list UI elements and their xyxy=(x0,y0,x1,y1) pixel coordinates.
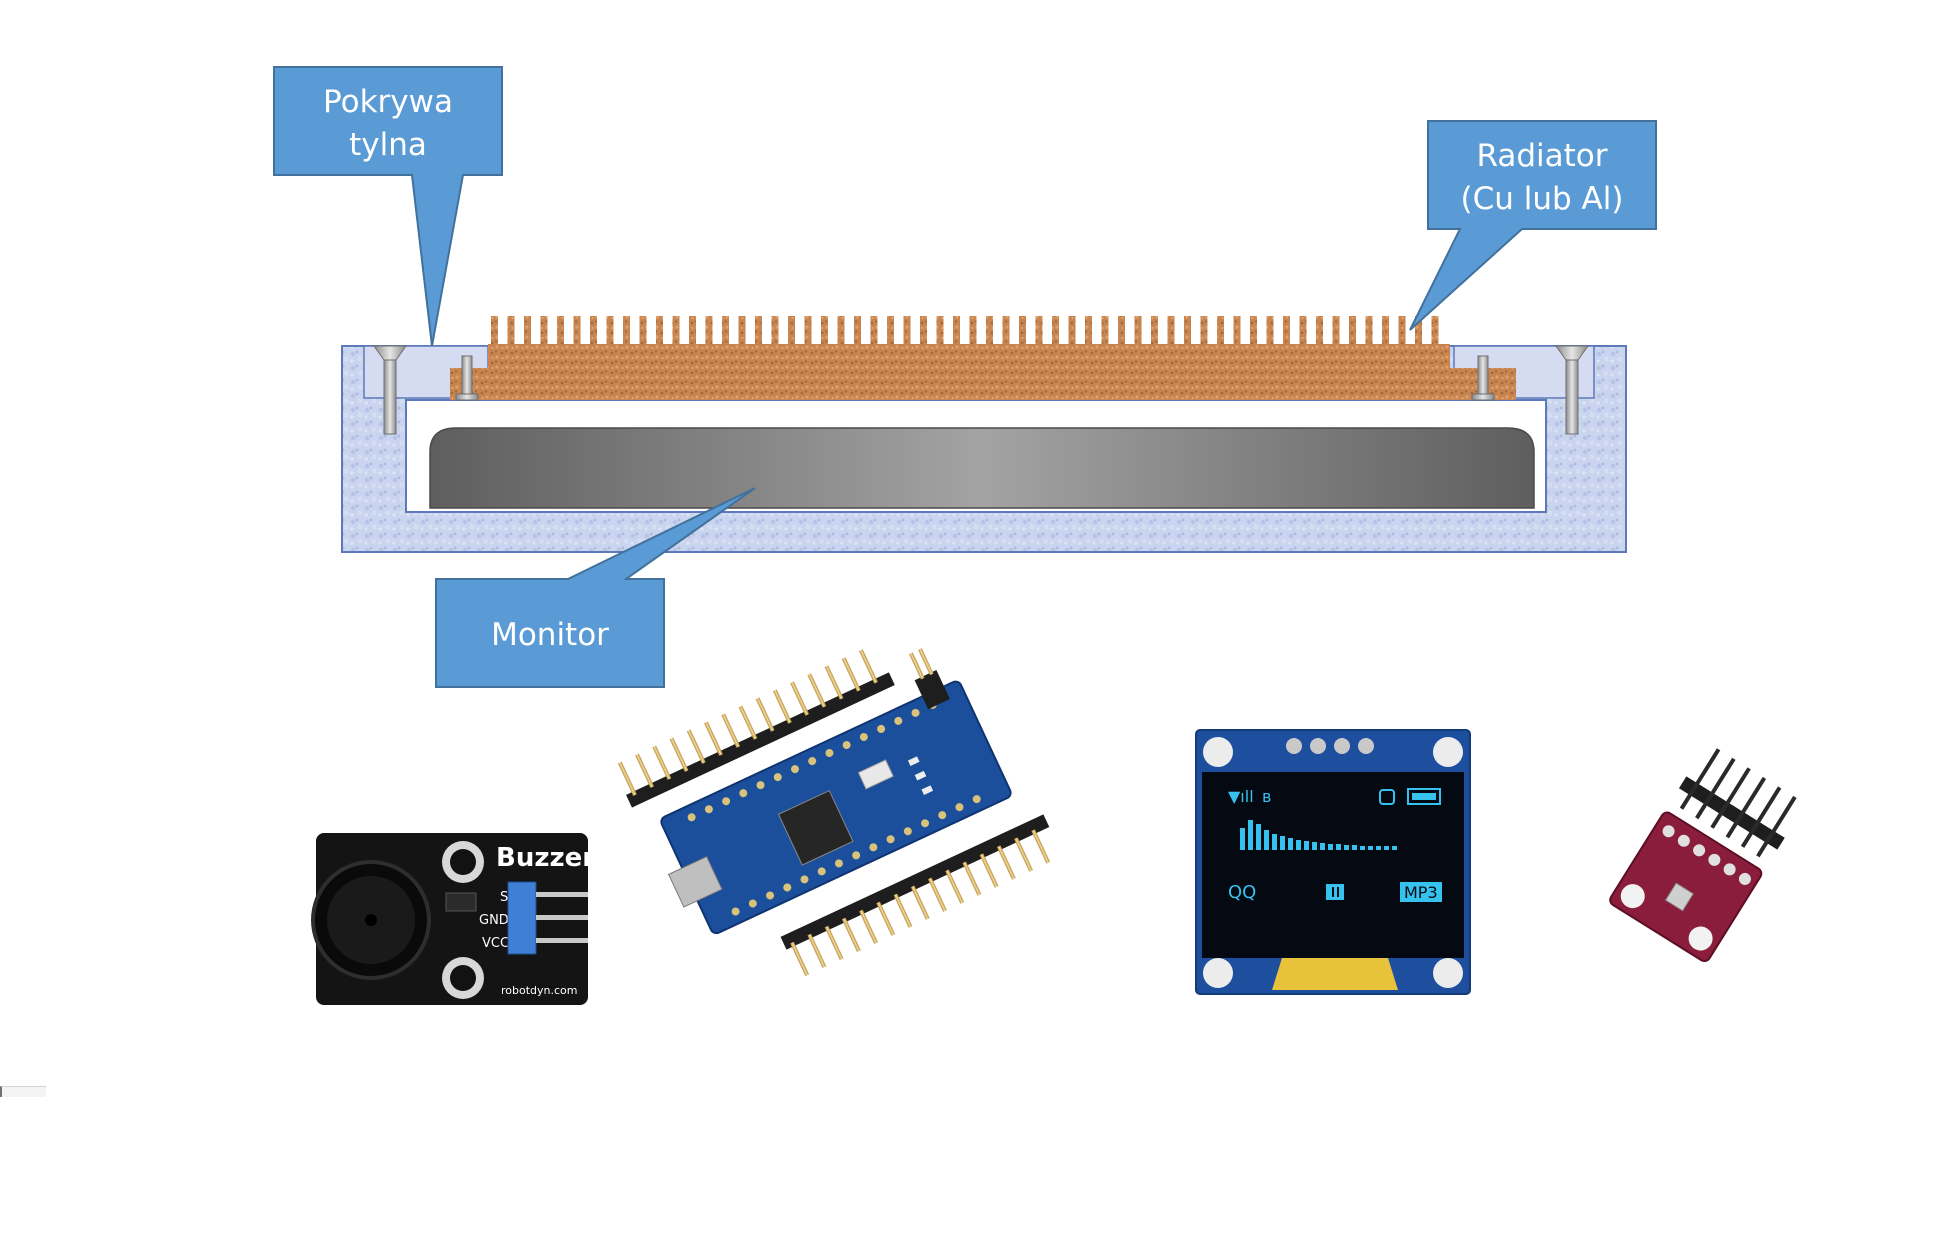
buzzer-pin-s: S xyxy=(500,890,508,905)
monitor-panel xyxy=(429,427,1535,509)
callout-back-cover-line1: Pokrywa xyxy=(323,84,453,120)
usb-port-icon xyxy=(667,855,723,908)
oled-header-pins xyxy=(1286,738,1374,754)
arduino-nano-board xyxy=(617,648,1051,977)
mcu-chip xyxy=(777,789,854,866)
radiator-fins xyxy=(491,316,1439,346)
sensor-module xyxy=(1609,748,1797,963)
oled-pause-icon xyxy=(1326,884,1344,900)
callout-back-cover-line2: tylna xyxy=(349,127,427,163)
radiator-base xyxy=(450,368,1516,400)
callout-monitor-label: Monitor xyxy=(491,617,609,653)
buzzer-pin-vcc: VCC xyxy=(482,936,509,951)
buzzer-module: Buzzer S GND VCC robotdyn.com xyxy=(311,833,595,1005)
oled-bluetooth-icon: ʙ xyxy=(1262,787,1271,806)
oled-display-module: ▼ıll ʙ QQ MP3 xyxy=(1195,729,1471,995)
oled-label-right: MP3 xyxy=(1404,883,1438,902)
oled-label-left: QQ xyxy=(1228,882,1256,903)
callout-monitor: Monitor xyxy=(435,487,756,688)
callout-radiator-line2: (Cu lub Al) xyxy=(1461,181,1624,217)
buzzer-title: Buzzer xyxy=(496,843,595,873)
radiator-screw-left xyxy=(455,355,479,401)
corner-tab xyxy=(0,1086,46,1097)
sensor-chip xyxy=(1664,882,1694,912)
callout-radiator: Radiator (Cu lub Al) xyxy=(1409,120,1657,331)
oled-battery-icon xyxy=(1407,788,1441,805)
callout-back-cover: Pokrywa tylna xyxy=(273,66,503,347)
oled-settings-icon xyxy=(1379,789,1395,805)
screw-right xyxy=(1555,345,1589,435)
oled-signal-icon: ▼ıll xyxy=(1228,787,1254,806)
cross-section xyxy=(341,316,1627,553)
buzzer-pin-gnd: GND xyxy=(479,913,509,928)
oled-equalizer xyxy=(1240,820,1397,850)
screw-left xyxy=(373,345,407,435)
radiator-screw-right xyxy=(1471,355,1495,401)
callout-radiator-line1: Radiator xyxy=(1476,138,1607,174)
buzzer-brand: robotdyn.com xyxy=(501,984,578,997)
